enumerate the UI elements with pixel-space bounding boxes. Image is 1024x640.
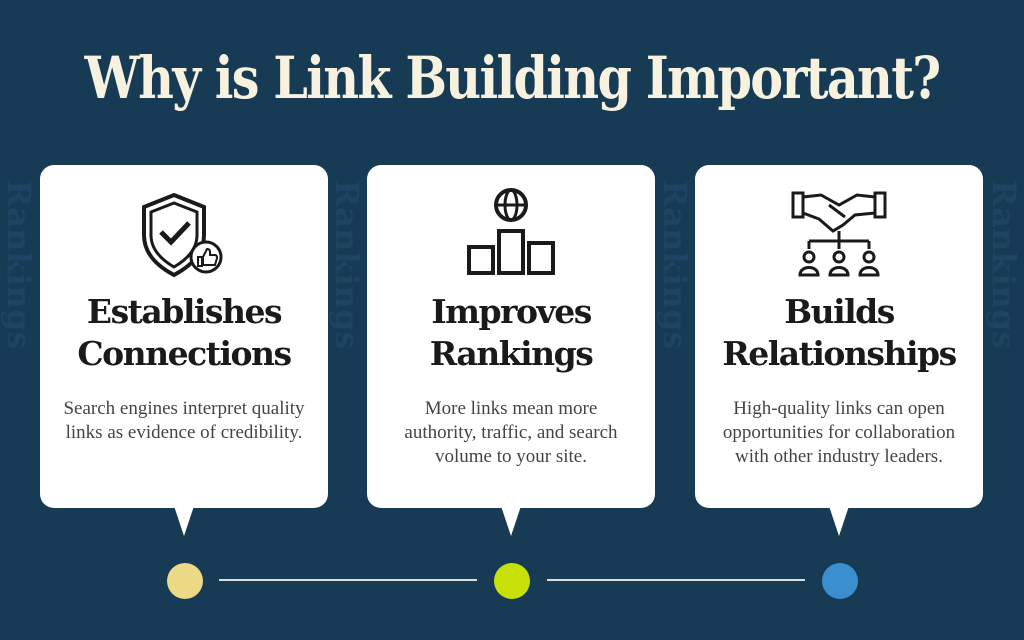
watermark-text: Rankings [0,180,38,350]
card-description: Search engines interpret quality links a… [63,398,305,443]
timeline-connector [547,579,805,581]
handshake-network-icon [791,191,887,277]
watermark-text: Rankings [985,180,1023,350]
timeline-dot-blue [822,563,858,599]
card-heading: Builds Relationships [722,292,957,373]
timeline-dot-green [494,563,530,599]
card-heading: Establishes Connections [77,292,292,373]
watermark-text: Rankings [656,180,694,350]
globe-podium-icon [467,188,555,275]
card-improves-rankings: Improves Rankings More links mean more a… [367,165,655,536]
timeline-dot-yellow [167,563,203,599]
shield-check-thumbs-up-icon [142,192,223,278]
timeline-connector [219,579,477,581]
card-builds-relationships: Builds Relationships High-quality links … [695,165,983,536]
watermark-text: Rankings [328,180,366,350]
card-heading: Improves Rankings [429,292,594,373]
card-establishes-connections: Establishes Connections Search engines i… [40,165,328,536]
card-description: More links mean more authority, traffic,… [404,398,618,467]
card-description: High-quality links can open opportunitie… [722,398,956,467]
page-title: Why is Link Building Important? [84,44,942,112]
